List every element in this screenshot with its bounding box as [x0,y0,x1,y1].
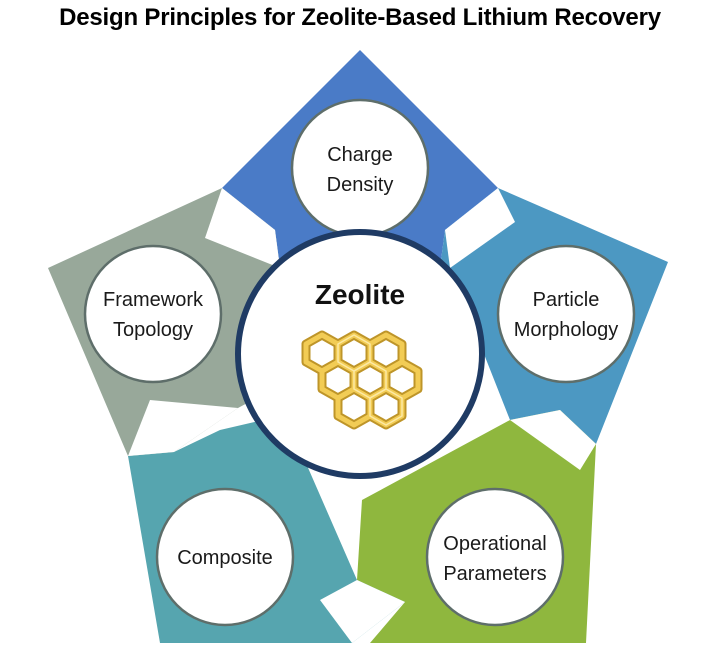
operational-parameters-label-line1: Operational [443,533,546,555]
framework-topology-label-line2: Topology [113,319,193,341]
particle-morphology-label-line2: Morphology [514,319,619,341]
gap-notch [128,400,238,456]
center-label: Zeolite [315,279,405,310]
principle-charge-density: Charge Density [290,98,430,238]
gap-notch [205,188,280,268]
gap-notch [320,580,405,643]
gap-notch [510,410,596,470]
principle-particle-morphology: Particle Morphology [496,244,636,384]
zeolite-framework-icon [301,330,423,430]
gap-notch [445,188,515,268]
principle-operational-parameters: Operational Parameters [425,487,565,627]
principle-composite: Composite [155,487,295,627]
principle-framework-topology: Framework Topology [83,244,223,384]
charge-density-label-line1: Charge [327,144,393,166]
diagram-title: Design Principles for Zeolite-Based Lith… [59,4,661,31]
composite-label: Composite [177,547,273,569]
center-zeolite: Zeolite [235,229,485,479]
framework-topology-label-line1: Framework [103,289,204,311]
charge-density-label-line2: Density [327,174,394,196]
operational-parameters-label-line2: Parameters [443,563,546,585]
particle-morphology-label-line1: Particle [533,289,600,311]
